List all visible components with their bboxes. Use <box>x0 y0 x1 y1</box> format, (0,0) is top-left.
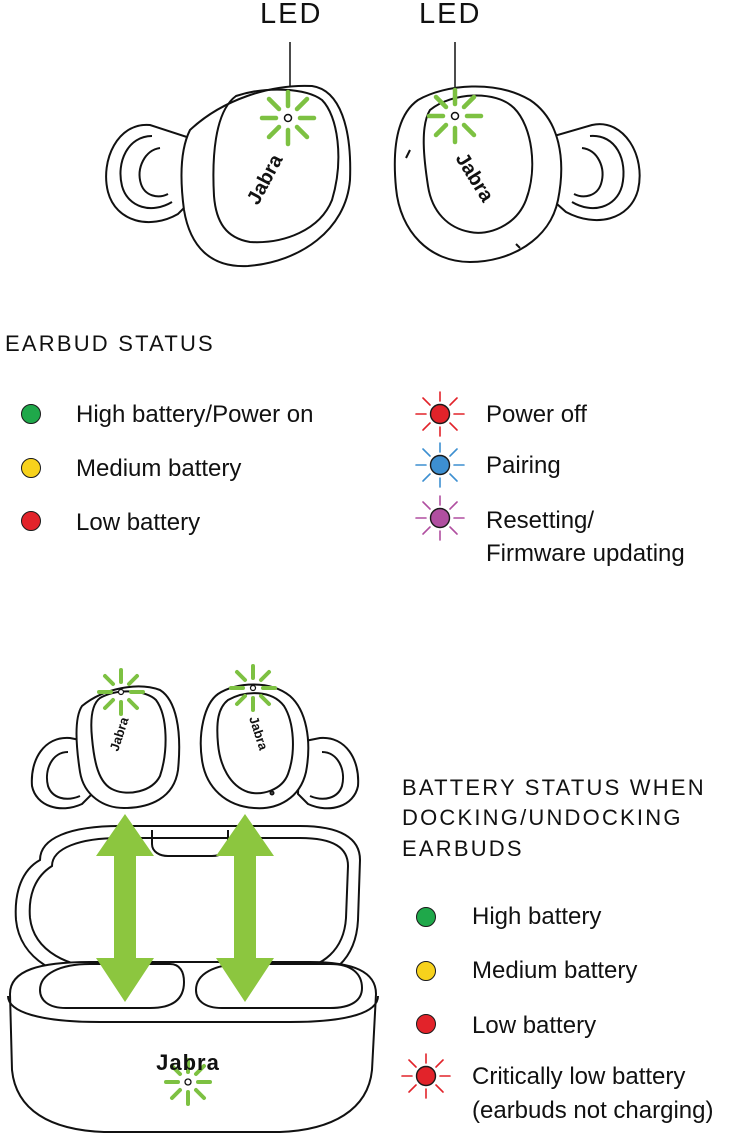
led-burst-right-small <box>229 664 277 712</box>
led-burst-right <box>426 87 484 145</box>
battery-label-not-charging: (earbuds not charging) <box>472 1097 714 1124</box>
status-label-firmware: Firmware updating <box>486 540 685 567</box>
battery-status-heading-1: BATTERY STATUS WHEN <box>402 775 706 800</box>
battery-status-heading-3: EARBUDS <box>402 836 524 861</box>
status-label-power-off: Power off <box>486 401 587 428</box>
earbud-left-small <box>30 685 181 810</box>
led-burst-left <box>259 89 317 147</box>
battery-label-critical: Critically low battery <box>472 1063 686 1090</box>
case-logo: Jabra <box>156 1050 220 1075</box>
led-label-left: LED <box>260 0 323 30</box>
dock-arrow-left <box>96 814 154 1002</box>
battery-label-medium: Medium battery <box>472 957 638 984</box>
battery-dot-red <box>416 1014 436 1034</box>
flash-icon-purple <box>415 495 465 541</box>
dock-arrow-right <box>216 814 274 1002</box>
battery-label-high: High battery <box>472 903 602 930</box>
status-label-pairing: Pairing <box>486 452 561 479</box>
status-label-resetting: Resetting/ <box>486 507 595 534</box>
status-label-low: Low battery <box>76 509 201 536</box>
led-label-right: LED <box>419 0 482 30</box>
earbud-right <box>393 85 641 264</box>
status-dot-green <box>21 404 41 424</box>
earbud-left <box>105 84 352 268</box>
battery-dot-yellow <box>416 961 436 981</box>
status-label-high: High battery/Power on <box>76 401 314 428</box>
flash-icon-blue <box>415 442 465 488</box>
case-base <box>7 961 379 1133</box>
battery-status-heading-2: DOCKING/UNDOCKING <box>402 805 683 830</box>
flash-icon-red-critical <box>401 1053 451 1099</box>
status-dot-red <box>21 511 41 531</box>
led-burst-left-small <box>97 668 145 716</box>
status-dot-yellow <box>21 458 41 478</box>
status-label-medium: Medium battery <box>76 455 242 482</box>
flash-icon-red <box>415 391 465 437</box>
earbud-status-heading: EARBUD STATUS <box>5 331 215 356</box>
earbud-right-small <box>199 683 360 810</box>
led-burst-case <box>164 1058 212 1106</box>
battery-dot-green <box>416 907 436 927</box>
battery-label-low: Low battery <box>472 1012 597 1039</box>
